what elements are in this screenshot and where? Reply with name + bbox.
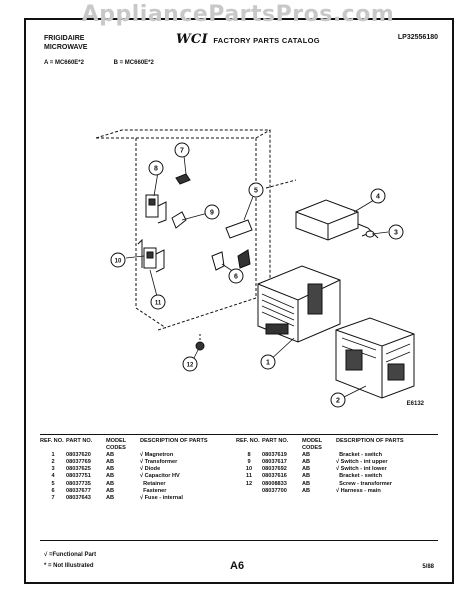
model-code-b: B = MC660E*2	[113, 60, 154, 66]
header-desc: DESCRIPTION OF PARTS	[140, 438, 208, 444]
product-type: MICROWAVE	[44, 44, 88, 51]
callout-9	[204, 204, 220, 220]
callout-7	[174, 142, 190, 158]
footnotes: √ =Functional Part * = Not Illustrated	[44, 550, 96, 572]
brand-name: FRIGIDAIRE	[44, 35, 85, 42]
header-part: PART NO.	[66, 438, 93, 444]
screw-drawing	[195, 334, 205, 351]
table-header-row: REF. NO. PART NO. MODEL CODES DESCRIPTIO…	[236, 438, 422, 452]
magnetron-drawing	[257, 265, 341, 343]
header-codes: MODEL CODES	[106, 438, 127, 452]
callout-label-8: 8	[154, 166, 158, 173]
callout-label-12: 12	[187, 363, 194, 369]
exploded-parts-diagram: 1 2 3 4 5 6 7 8 9 10 11 12	[95, 129, 415, 408]
catalog-title: FACTORY PARTS CATALOG	[213, 36, 320, 45]
header-ref: REF. NO.	[236, 438, 260, 444]
callout-circles	[110, 142, 404, 408]
table-top-rule	[40, 434, 438, 435]
model-code-a: A = MC660E*2	[44, 60, 84, 66]
diagram-code: E6132	[406, 401, 424, 407]
parts-table-right: REF. NO. PART NO. MODEL CODES DESCRIPTIO…	[236, 438, 422, 495]
footnote-functional: √ =Functional Part	[44, 552, 97, 558]
cabinet-outline	[95, 129, 297, 331]
callout-label-5: 5	[254, 188, 258, 195]
diode-drawing	[361, 230, 379, 239]
callout-label-4: 4	[376, 194, 380, 201]
switch-assembly	[137, 173, 191, 273]
callout-label-6: 6	[234, 274, 238, 281]
footnote-not-illustrated: * = Not Illustrated	[44, 563, 94, 569]
table-header-row: REF. NO. PART NO. MODEL CODES DESCRIPTIO…	[40, 438, 226, 452]
callout-3	[388, 224, 404, 240]
callout-5	[248, 182, 264, 198]
model-codes: A = MC660E*2 B = MC660E*2	[44, 60, 182, 66]
callout-label-10: 10	[115, 259, 122, 265]
capacitor-drawing	[295, 199, 375, 241]
callout-4	[370, 188, 386, 204]
callout-8	[148, 160, 164, 176]
header-part: PART NO.	[262, 438, 289, 444]
callout-label-9: 9	[210, 210, 214, 217]
header-desc: DESCRIPTION OF PARTS	[336, 438, 404, 444]
wci-logo: WCI	[176, 32, 208, 47]
parts-table-left: REF. NO. PART NO. MODEL CODES DESCRIPTIO…	[40, 438, 226, 502]
callout-12	[182, 356, 198, 372]
callout-label-2: 2	[336, 398, 340, 405]
callout-1	[260, 354, 276, 370]
header-codes: MODEL CODES	[302, 438, 323, 452]
page-date: 5/88	[422, 564, 434, 570]
catalog-number: LP32556180	[397, 34, 438, 41]
callout-6	[228, 268, 244, 284]
fastener-drawing	[211, 249, 251, 271]
catalog-title-block: WCI FACTORY PARTS CATALOG	[176, 32, 320, 47]
transformer-drawing	[335, 317, 415, 399]
callout-11	[150, 294, 166, 310]
callout-2	[330, 392, 346, 408]
fuse-drawing	[225, 219, 253, 239]
brand-block: FRIGIDAIRE MICROWAVE	[44, 34, 87, 52]
callout-label-11: 11	[155, 301, 162, 307]
parts-catalog-sheet: FRIGIDAIRE MICROWAVE WCI FACTORY PARTS C…	[24, 18, 454, 584]
callout-label-3: 3	[394, 230, 398, 237]
header-ref: REF. NO.	[40, 438, 64, 444]
callout-10	[110, 252, 126, 268]
table-bottom-rule	[40, 540, 438, 541]
callout-label-1: 1	[266, 360, 270, 367]
callout-label-7: 7	[180, 148, 184, 155]
page-id: A6	[230, 560, 245, 572]
